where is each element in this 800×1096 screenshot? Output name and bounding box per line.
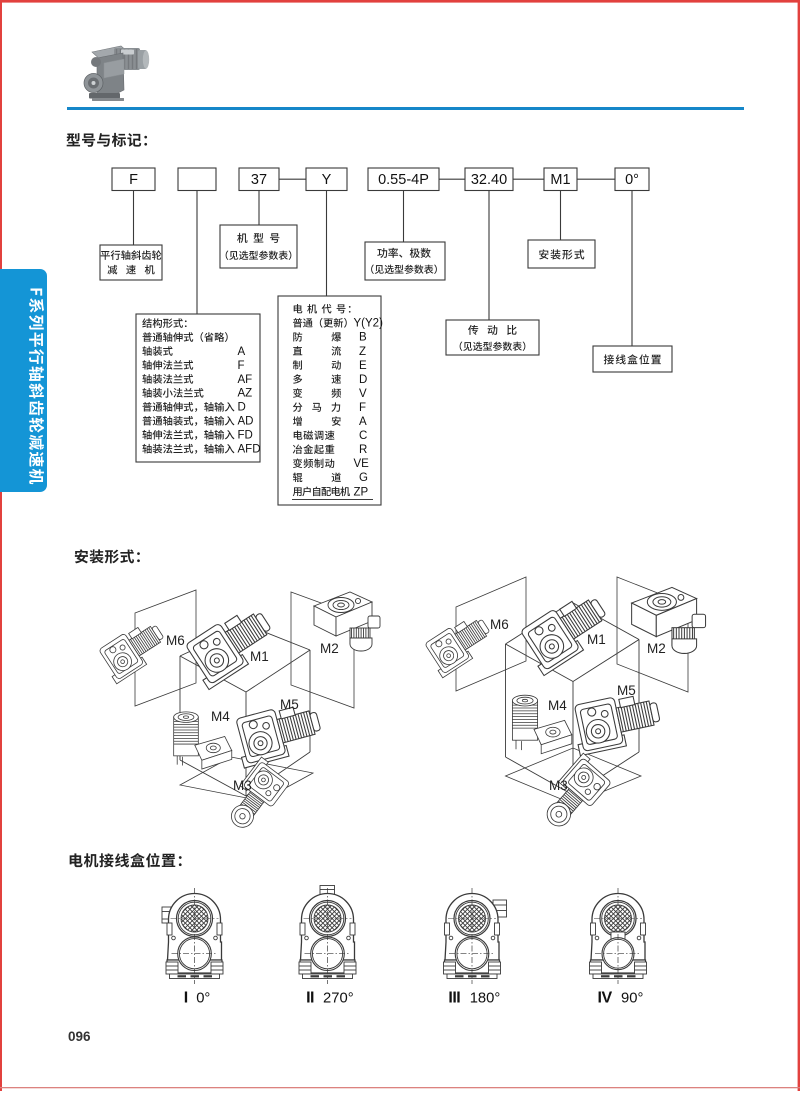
svg-text:A: A [238,346,246,358]
svg-text:M6: M6 [490,617,509,632]
svg-text:D: D [359,374,367,386]
svg-text:AF: AF [238,374,253,386]
svg-text:M6: M6 [166,633,185,648]
svg-text:M2: M2 [320,641,339,656]
svg-text:M5: M5 [617,683,636,698]
svg-text:32.40: 32.40 [471,172,507,188]
svg-text:VE: VE [354,458,370,470]
svg-text:G: G [359,472,368,484]
svg-text:B: B [359,332,367,344]
svg-text:096: 096 [68,1029,91,1044]
svg-text:A: A [359,416,367,428]
svg-text:M3: M3 [233,778,252,793]
svg-text:M3: M3 [549,778,568,793]
svg-text:II: II [306,990,314,1007]
svg-text:Z: Z [359,346,366,358]
svg-text:AFD: AFD [238,444,261,456]
svg-text:IV: IV [598,990,613,1007]
svg-text:37: 37 [251,172,267,188]
svg-text:M1: M1 [250,649,269,664]
svg-text:F: F [129,172,138,188]
svg-text:0°: 0° [625,172,639,188]
svg-text:0°: 0° [196,991,210,1007]
svg-text:180°: 180° [470,991,501,1007]
svg-text:M1: M1 [550,172,570,188]
svg-text:270°: 270° [323,991,354,1007]
svg-text:M4: M4 [211,709,230,724]
svg-text:0.55-4P: 0.55-4P [378,172,429,188]
svg-text:M4: M4 [548,698,567,713]
svg-text:R: R [359,444,367,456]
svg-text:ZP: ZP [354,486,369,498]
svg-text:E: E [359,360,367,372]
svg-text:C: C [359,430,367,442]
svg-text:M2: M2 [647,641,666,656]
svg-text:D: D [238,402,246,414]
svg-text:AZ: AZ [238,388,253,400]
svg-text:V: V [359,388,367,400]
svg-text:Y: Y [322,172,332,188]
svg-text:AD: AD [238,416,254,428]
svg-text:FD: FD [238,430,253,442]
svg-text:F: F [359,402,366,414]
svg-text:III: III [448,990,460,1007]
svg-text:M1: M1 [587,632,606,647]
svg-text:90°: 90° [621,991,643,1007]
svg-text:I: I [184,990,188,1007]
svg-text:M5: M5 [280,697,299,712]
svg-text:Y(Y2): Y(Y2) [354,318,384,330]
svg-text:F: F [238,360,245,372]
